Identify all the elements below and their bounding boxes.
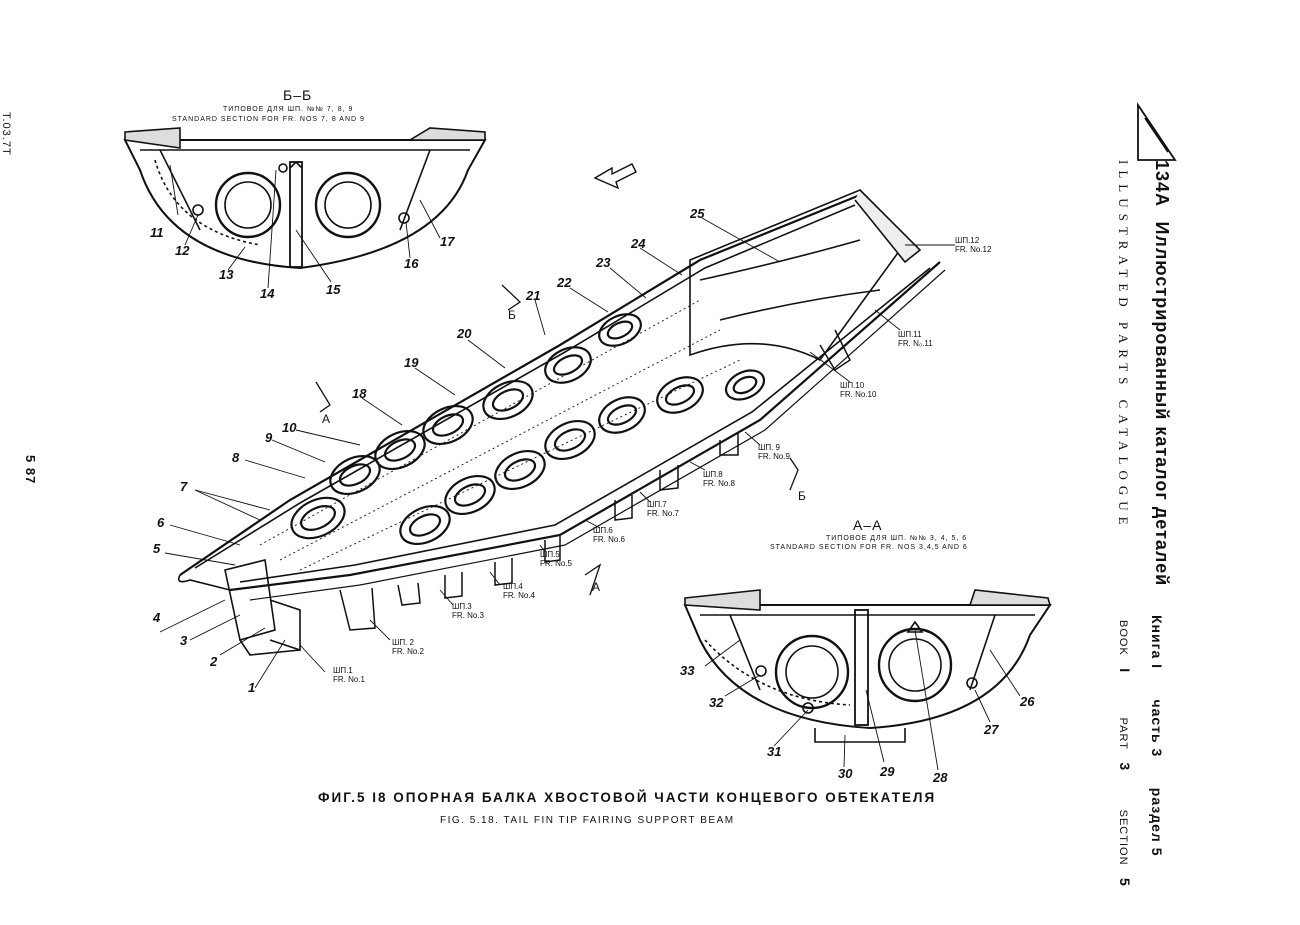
leader-lines bbox=[159, 164, 1021, 771]
model-number: 134A bbox=[1152, 160, 1172, 208]
part-ru: часть 3 bbox=[1149, 699, 1165, 758]
section-bb-sub-ru: ТИПОВОЕ ДЛЯ ШП. №№ 7, 8, 9 bbox=[223, 106, 354, 113]
callout-26: 26 bbox=[1020, 694, 1035, 709]
callout-8: 8 bbox=[232, 450, 240, 465]
logo-mark bbox=[1137, 102, 1177, 161]
book-en: BOOK bbox=[1117, 620, 1129, 656]
callout-30: 30 bbox=[838, 766, 853, 781]
part-num: 3 bbox=[1117, 762, 1133, 772]
callout-28: 28 bbox=[933, 770, 948, 785]
callout-32: 32 bbox=[709, 695, 724, 710]
cut-marker-b-bottom: Б bbox=[798, 489, 806, 503]
section-bb-sub-en: STANDARD SECTION FOR FR. NOS 7, 8 AND 9 bbox=[172, 116, 365, 123]
figure-caption-en: FIG. 5.18. TAIL FIN TIP FAIRING SUPPORT … bbox=[440, 815, 735, 826]
cut-marker-a-bottom: А bbox=[592, 580, 601, 594]
cut-marker-b-top: Б bbox=[508, 308, 516, 322]
direction-arrow bbox=[593, 163, 637, 190]
catalog-location-en: BOOK I PART 3 SECTION 5 bbox=[1115, 620, 1133, 887]
callout-21: 21 bbox=[526, 288, 541, 303]
callout-25: 25 bbox=[690, 206, 705, 221]
section-ru: раздел 5 bbox=[1149, 787, 1165, 857]
callout-4: 4 bbox=[153, 610, 161, 625]
callout-27: 27 bbox=[984, 722, 999, 737]
callout-14: 14 bbox=[260, 286, 275, 301]
callout-22: 22 bbox=[557, 275, 572, 290]
catalog-subheader: ILLUSTRATED PARTS CATALOGUE bbox=[1114, 160, 1132, 531]
section-bb-drawing bbox=[123, 127, 487, 270]
callout-17: 17 bbox=[440, 234, 455, 249]
section-en: SECTION bbox=[1117, 809, 1129, 866]
beam-holes-lower bbox=[399, 369, 766, 546]
section-aa-title: А–А bbox=[853, 517, 883, 533]
section-aa-sub-ru: ТИПОВОЕ ДЛЯ ШП. №№ 3, 4, 5, 6 bbox=[826, 535, 968, 542]
page-number: 5 87 bbox=[23, 455, 38, 485]
callout-13: 13 bbox=[219, 267, 234, 282]
catalog-title-ru: Иллюстрированный каталог деталей bbox=[1152, 221, 1172, 587]
callout-16: 16 bbox=[404, 256, 419, 271]
callout-20: 20 bbox=[457, 326, 472, 341]
callout-19: 19 bbox=[404, 355, 419, 370]
cut-marker-a-top: А bbox=[322, 412, 331, 426]
callout-9: 9 bbox=[265, 430, 273, 445]
callout-24: 24 bbox=[631, 236, 646, 251]
callout-23: 23 bbox=[596, 255, 611, 270]
callout-6: 6 bbox=[157, 515, 165, 530]
beam-holes-upper bbox=[290, 313, 642, 540]
callout-29: 29 bbox=[880, 764, 895, 779]
callout-5: 5 bbox=[153, 541, 161, 556]
catalog-header: 134A Иллюстрированный каталог деталей bbox=[1151, 160, 1172, 586]
part-en: PART bbox=[1117, 717, 1129, 750]
callout-11: 11 bbox=[150, 225, 164, 240]
callout-7: 7 bbox=[180, 479, 188, 494]
main-beam-drawing bbox=[177, 188, 946, 656]
document-code: T.03.7T bbox=[0, 112, 12, 156]
section-aa-drawing bbox=[683, 589, 1052, 743]
cut-markers bbox=[315, 284, 799, 596]
catalog-title-en: ILLUSTRATED PARTS CATALOGUE bbox=[1116, 160, 1131, 531]
book-ru: Книга I bbox=[1149, 615, 1165, 670]
callout-33: 33 bbox=[680, 663, 695, 678]
section-bb-title: Б–Б bbox=[283, 87, 313, 103]
frame-flanges bbox=[339, 329, 851, 631]
book-num: I bbox=[1117, 668, 1133, 674]
catalog-location-ru: Книга I часть 3 раздел 5 bbox=[1147, 615, 1165, 856]
callout-18: 18 bbox=[352, 386, 367, 401]
callout-31: 31 bbox=[767, 744, 782, 759]
section-aa-sub-en: STANDARD SECTION FOR FR. NOS 3,4,5 AND 6 bbox=[770, 544, 968, 551]
figure-caption-ru: ФИГ.5 I8 ОПОРНАЯ БАЛКА ХВОСТОВОЙ ЧАСТИ К… bbox=[318, 790, 937, 805]
callout-15: 15 bbox=[326, 282, 341, 297]
section-num: 5 bbox=[1117, 877, 1133, 887]
callout-12: 12 bbox=[175, 243, 190, 258]
callout-3: 3 bbox=[180, 633, 188, 648]
callout-10: 10 bbox=[282, 420, 297, 435]
callout-2: 2 bbox=[210, 654, 218, 669]
callout-1: 1 bbox=[248, 680, 256, 695]
